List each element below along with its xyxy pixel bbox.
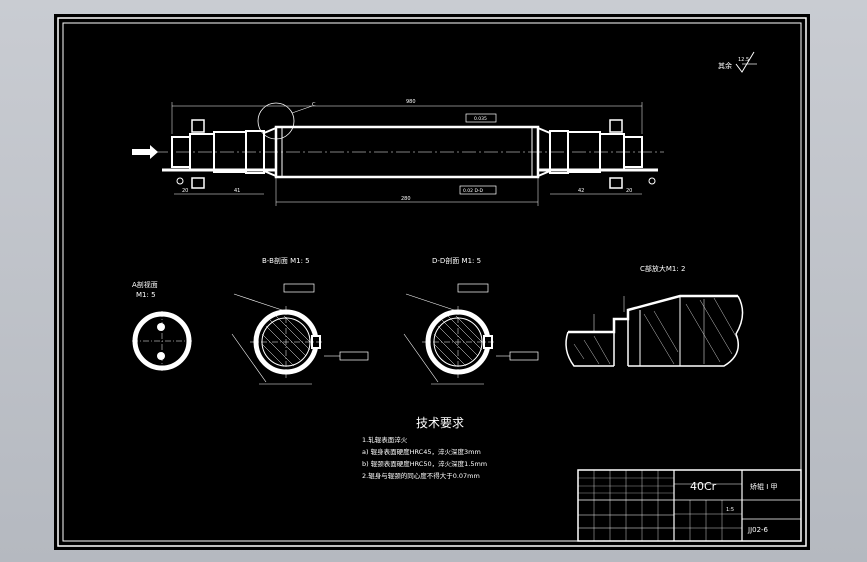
svg-text:12.5: 12.5 (738, 57, 749, 63)
roughness-symbol: 其余 12.5 (718, 51, 757, 73)
tech-item-3: b) 辊颈表面硬度HRC50，淬火深度1.5mm (362, 459, 487, 468)
section-a-title: A剖视面 (132, 280, 158, 289)
drawing-sheet: 其余 12.5 (54, 14, 810, 550)
material-label: 40Cr (690, 480, 717, 493)
scale-value: 1:5 (726, 507, 734, 513)
section-b-view (231, 283, 369, 385)
section-a-scale: M1: 5 (136, 291, 156, 299)
inner-frame (62, 22, 802, 542)
tolerance-top: 0.035 (474, 116, 487, 122)
detail-c-view (565, 294, 744, 367)
dim-right-small: 20 (626, 188, 632, 194)
callout-c: C (312, 102, 316, 108)
dim-overall: 980 (406, 99, 416, 105)
dim-middle: 280 (401, 196, 411, 202)
dim-left-small: 20 (182, 188, 188, 194)
cad-drawing: 其余 12.5 (57, 17, 807, 547)
drawing-number: JJ02-6 (747, 526, 769, 534)
dim-right-end: 42 (578, 188, 584, 194)
tech-requirements-title: 技术要求 (416, 416, 464, 430)
title-block (577, 469, 802, 542)
section-d-view (403, 283, 539, 385)
section-d-title: D-D剖面 M1: 5 (432, 256, 481, 265)
tech-item-4: 2.辊身与辊颈的同心度不得大于0.07mm (362, 471, 480, 480)
section-b-title: B-B剖面 M1: 5 (262, 256, 310, 265)
tech-item-2: a) 辊身表面硬度HRC45，淬火深度3mm (362, 447, 481, 456)
outer-frame (57, 17, 807, 547)
tolerance-bottom: 0.02 D-D (463, 188, 484, 194)
svg-text:其余: 其余 (718, 61, 732, 70)
shaft-main-view (132, 102, 664, 206)
detail-c-title: C部放大M1: 2 (640, 264, 685, 273)
section-a-view (132, 311, 192, 371)
tech-item-1: 1.轧辊表面淬火 (362, 435, 408, 444)
part-name: 矫辊 I 甲 (750, 482, 778, 491)
dim-left-end: 41 (234, 188, 240, 194)
